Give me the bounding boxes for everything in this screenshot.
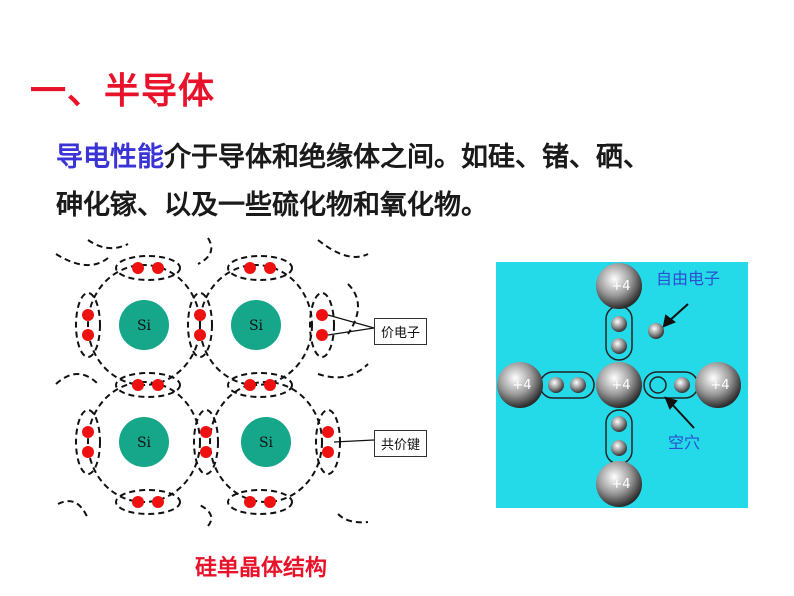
lattice-caption: 硅单晶体结构 <box>195 556 328 581</box>
electron <box>152 379 164 391</box>
core-label: +4 <box>710 378 729 393</box>
core-atom <box>497 362 543 408</box>
hole-label: 空穴 <box>668 433 700 452</box>
bond-electron <box>611 440 627 456</box>
bond-electron <box>611 338 627 354</box>
core-atom <box>596 461 642 507</box>
core-label: +4 <box>611 378 630 393</box>
bond-oval <box>187 292 213 358</box>
bond-oval <box>115 372 181 398</box>
bond-oval <box>227 372 293 398</box>
bond-electron <box>611 316 627 332</box>
electron <box>194 329 206 341</box>
si-label: Si <box>137 318 152 334</box>
electron <box>152 496 164 508</box>
electron <box>322 426 334 438</box>
hole <box>649 376 667 394</box>
si-atom <box>241 417 291 467</box>
si-atom <box>231 300 281 350</box>
electron <box>132 379 144 391</box>
electron <box>316 329 328 341</box>
electron <box>132 262 144 274</box>
electron-hole-diagram: +4 +4 +4 +4 +4 自由电子 空穴 <box>496 262 748 508</box>
electron <box>244 262 256 274</box>
bond-oval <box>193 409 219 475</box>
si-atom <box>119 417 169 467</box>
core-atom <box>596 362 642 408</box>
electron <box>200 446 212 458</box>
free-electron-label: 自由电子 <box>656 269 720 288</box>
electron <box>316 309 328 321</box>
electron <box>132 496 144 508</box>
si-atom <box>119 300 169 350</box>
electron <box>82 446 94 458</box>
si-label: Si <box>259 435 274 451</box>
free-electron-arrowhead <box>662 314 677 328</box>
hole-arrowhead <box>664 396 678 410</box>
bond-pointer <box>333 439 375 443</box>
covalent-bond-label: 共价键 <box>374 430 428 457</box>
body-line2: 砷化镓、以及一些硫化物和氧化物。 <box>56 190 488 221</box>
bond-oval <box>309 292 335 358</box>
section-title: 一、半导体 <box>30 71 216 112</box>
bond-electron <box>570 377 586 393</box>
electron <box>264 496 276 508</box>
core-atom <box>596 263 642 309</box>
electron <box>194 309 206 321</box>
electron <box>244 379 256 391</box>
bond-electron <box>674 377 690 393</box>
electron <box>322 446 334 458</box>
electron <box>82 309 94 321</box>
body-line1-rest: 介于导体和绝缘体之间。如硅、锗、硒、 <box>164 142 650 173</box>
valence-pointer <box>327 314 375 329</box>
hole-arrow <box>669 401 695 429</box>
bond-oval <box>75 292 101 358</box>
valence-electrons <box>82 262 334 508</box>
core-label: +4 <box>611 279 630 294</box>
si-atoms <box>119 300 291 467</box>
core-label: +4 <box>611 477 630 492</box>
electron <box>152 262 164 274</box>
bond-electron <box>611 416 627 432</box>
core-atom <box>695 362 741 408</box>
electron <box>82 329 94 341</box>
free-electron <box>648 323 664 339</box>
highlight-term: 导电性能 <box>56 142 164 173</box>
electron <box>200 426 212 438</box>
valence-pointer <box>327 327 375 336</box>
body-paragraph: 导电性能介于导体和绝缘体之间。如硅、锗、硒、 砷化镓、以及一些硫化物和氧化物。 <box>56 134 756 230</box>
core-label: +4 <box>512 378 531 393</box>
si-label: Si <box>249 318 264 334</box>
bond-oval <box>227 489 293 515</box>
electron <box>264 379 276 391</box>
electron <box>244 496 256 508</box>
electron <box>264 262 276 274</box>
bond-oval <box>75 409 101 475</box>
bond-oval <box>227 255 293 281</box>
electron <box>82 426 94 438</box>
bond-electron <box>548 377 564 393</box>
bond-oval <box>115 255 181 281</box>
silicon-lattice-diagram: Si Si Si Si <box>55 237 375 527</box>
valence-electron-label: 价电子 <box>374 318 428 345</box>
si-label: Si <box>137 435 152 451</box>
bond-oval <box>115 489 181 515</box>
